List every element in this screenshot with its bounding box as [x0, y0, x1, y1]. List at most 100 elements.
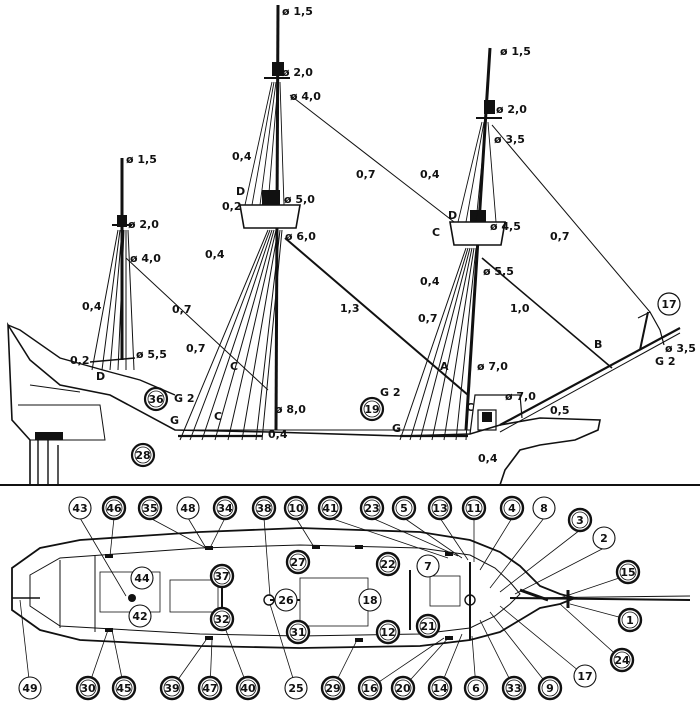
svg-text:28: 28: [135, 449, 150, 462]
callout-15: 15: [615, 559, 641, 585]
letter-14: G 2: [655, 355, 676, 368]
callout-number: 24: [614, 654, 630, 667]
callout-40: 40: [235, 675, 261, 701]
line-label-9: 0,7: [356, 168, 376, 181]
callout-30: 30: [75, 675, 101, 701]
callout-number: 14: [432, 682, 448, 695]
callout-37: 37: [209, 563, 235, 589]
callout-46: 46: [101, 495, 127, 521]
label-mizzen-4: ø 5,5: [136, 348, 167, 361]
letter-2: D: [96, 370, 105, 383]
line-label-11: 0,4: [420, 168, 440, 181]
callout-number: 20: [395, 682, 411, 695]
callout-number: 38: [256, 502, 271, 515]
callout-number: 25: [288, 682, 303, 695]
callout-number: 49: [22, 682, 37, 695]
callout-29: 29: [320, 675, 346, 701]
label-fore-4: ø 4,5: [490, 220, 521, 233]
callout-13: 13: [427, 495, 453, 521]
label-main-3: ø 4,0: [290, 90, 321, 103]
callout-42: 42: [128, 604, 152, 628]
callout-number: 35: [142, 502, 157, 515]
callout-17: 17: [573, 664, 597, 688]
callout-7: 7: [416, 554, 440, 578]
callout-number: 12: [380, 626, 395, 639]
callout-number: 3: [576, 514, 584, 527]
letter-9: A: [440, 360, 449, 373]
top-hull: [11, 527, 691, 649]
callout-10: 10: [283, 495, 309, 521]
callout-49: 49: [18, 676, 42, 700]
label-main-1: ø 1,5: [282, 5, 313, 18]
callout-number: 30: [80, 682, 96, 695]
fore-mast: [399, 47, 651, 441]
callout-number: 23: [364, 502, 379, 515]
callout-26: 26: [274, 588, 298, 612]
callout-2: 2: [592, 526, 616, 550]
callout-45: 45: [111, 675, 137, 701]
label-main-4: ø 5,0: [284, 193, 315, 206]
label-sprit: ø 3,5: [665, 342, 696, 355]
callout-32: 32: [209, 606, 235, 632]
callout-number: 1: [626, 614, 634, 627]
callout-number: 7: [424, 560, 432, 573]
callout-16: 16: [357, 675, 383, 701]
callout-22: 22: [375, 551, 401, 577]
callout-27: 27: [285, 549, 311, 575]
callout-24: 24: [609, 647, 635, 673]
svg-text:36: 36: [148, 393, 164, 406]
label-fore-1: ø 1,5: [500, 45, 531, 58]
line-label-10: 1,3: [340, 302, 360, 315]
callout-number: 48: [180, 502, 195, 515]
top-leaders: [19, 517, 631, 689]
line-label-5: 0,7: [186, 342, 206, 355]
callout-36: 36: [143, 386, 169, 412]
line-label-17: 0,4: [478, 452, 498, 465]
callout-17-side: 17: [657, 292, 681, 316]
letter-10: C: [466, 401, 474, 414]
callout-number: 40: [240, 682, 256, 695]
callout-number: 27: [290, 556, 305, 569]
letter-7: D: [448, 209, 457, 222]
callout-43: 43: [68, 496, 92, 520]
callout-number: 11: [466, 502, 481, 515]
label-mizzen-2: ø 2,0: [128, 218, 159, 231]
callout-number: 26: [278, 594, 294, 607]
callout-number: 9: [546, 682, 554, 695]
callout-number: 33: [506, 682, 521, 695]
svg-text:19: 19: [364, 403, 379, 416]
callout-5: 5: [391, 495, 417, 521]
label-mizzen-1: ø 1,5: [126, 153, 157, 166]
line-label-13: 0,7: [418, 312, 438, 325]
label-main-6: ø 8,0: [275, 403, 306, 416]
callout-number: 47: [202, 682, 217, 695]
line-label-7: 0,4: [82, 300, 102, 313]
callout-number: 45: [116, 682, 131, 695]
callout-number: 13: [432, 502, 447, 515]
callout-8: 8: [532, 496, 556, 520]
callout-number: 43: [72, 502, 87, 515]
callout-4: 4: [499, 495, 525, 521]
callout-number: 41: [322, 502, 337, 515]
callout-number: 32: [214, 613, 229, 626]
letter-4: C: [214, 410, 222, 423]
callout-3: 3: [567, 507, 593, 533]
letter-5: G 2: [174, 392, 195, 405]
letter-13: B: [594, 338, 602, 351]
stern-gallery: [35, 432, 63, 440]
line-label-2: 0,2: [222, 200, 242, 213]
line-label-1: 0,4: [232, 150, 252, 163]
line-label-6: 0,4: [268, 428, 288, 441]
letter-3: C: [230, 360, 238, 373]
label-fore-3: ø 3,5: [494, 133, 525, 146]
callout-38: 38: [251, 495, 277, 521]
callout-23: 23: [359, 495, 385, 521]
callout-28: 28: [130, 442, 156, 468]
label-fore-5: ø 5,5: [483, 265, 514, 278]
letter-8: C: [432, 226, 440, 239]
callout-20: 20: [390, 675, 416, 701]
label-main-5: ø 6,0: [285, 230, 316, 243]
callout-number: 46: [106, 502, 122, 515]
